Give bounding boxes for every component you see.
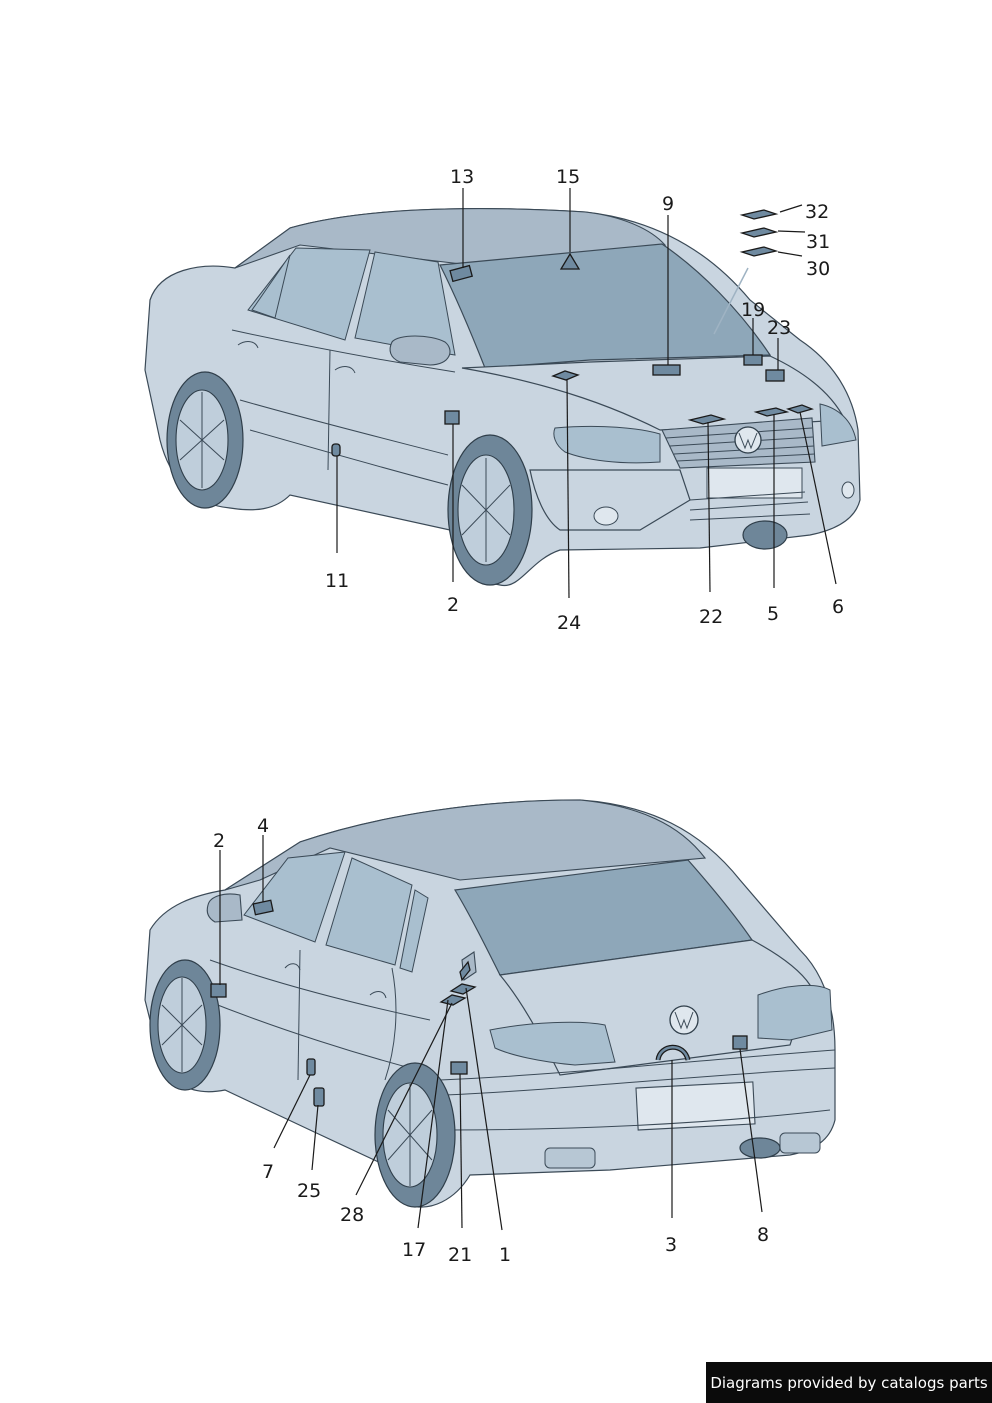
callout-25: 25	[297, 1180, 321, 1202]
callout-5: 5	[767, 603, 779, 625]
callout-17: 17	[402, 1239, 426, 1261]
callout-13: 13	[450, 166, 474, 188]
callout-19: 19	[741, 299, 765, 321]
attribution-footer: Diagrams provided by catalogs parts	[706, 1362, 992, 1403]
callout-32: 32	[805, 201, 829, 223]
callout-24: 24	[557, 612, 581, 634]
callout-2: 2	[447, 594, 459, 616]
callout-3: 3	[665, 1234, 677, 1256]
callout-21: 21	[448, 1244, 472, 1266]
callout-8: 8	[757, 1224, 769, 1246]
callout-28: 28	[340, 1204, 364, 1226]
callout-11: 11	[325, 570, 349, 592]
callout-6: 6	[832, 596, 844, 618]
front-leader-lines	[336, 188, 837, 599]
rear-leader-lines	[219, 835, 763, 1231]
callout-2-rear: 2	[213, 830, 225, 852]
callout-22: 22	[699, 606, 723, 628]
callout-31: 31	[806, 231, 830, 253]
callout-9: 9	[662, 193, 674, 215]
callout-1: 1	[499, 1244, 511, 1266]
callout-7: 7	[262, 1161, 274, 1183]
callout-15: 15	[556, 166, 580, 188]
rear-callouts: 2 4 7 25 28 17 21 1 3 8	[213, 815, 769, 1266]
callout-23: 23	[767, 317, 791, 339]
rear-part-markers	[210, 899, 748, 1107]
front-part-markers	[331, 209, 815, 457]
front-callouts: 13 15 9 32 31 30 19 23 11 2 24 22 5 6	[325, 166, 844, 634]
callout-30: 30	[806, 258, 830, 280]
front-car-illustration	[144, 207, 861, 587]
callout-4: 4	[257, 815, 269, 837]
